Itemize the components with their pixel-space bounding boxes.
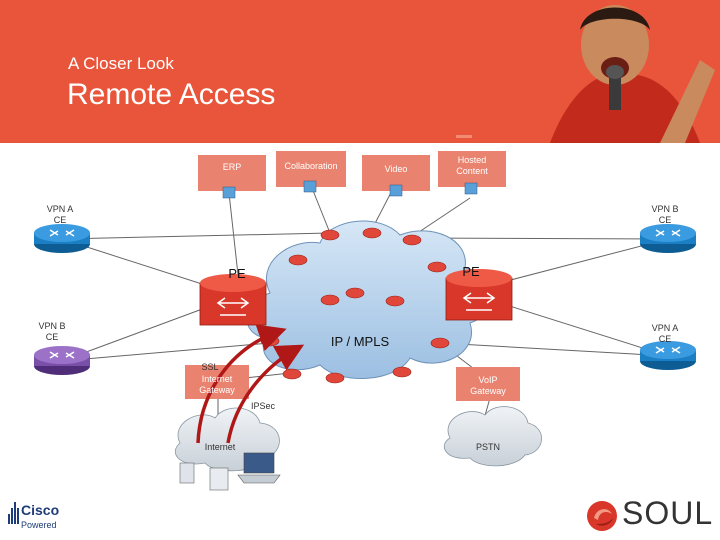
banner-accent [456,135,472,138]
app-collaboration [276,151,346,193]
soul-brand: SOUL [622,495,714,531]
core-routers [260,227,450,384]
header-banner: A Closer Look Remote Access [0,0,720,143]
pstn-cloud [444,406,542,467]
erp-label: ERP [222,162,242,172]
hosted-content-label: Hosted Content [456,155,488,176]
ssl-label: SSL [201,362,219,372]
soul-swirl-icon [587,501,617,531]
internet-label: Internet [204,442,236,452]
ssl-gateway-label: Internet Gateway [199,374,235,395]
remote-devices [179,452,281,491]
voip-gateway [456,367,520,401]
cisco-powered-logo: Cisco Powered [8,496,72,536]
vpn-a-ce-label-left: VPN A CE [46,204,74,225]
app-erp [198,155,266,199]
collaboration-label: Collaboration [284,161,338,171]
singer-photo [510,0,720,143]
video-label: Video [384,164,408,174]
app-video [362,155,430,197]
pe-router-right [445,269,513,321]
vpn-a-ce-label-right: VPN A CE [651,323,679,344]
vpn-a-ce-router-right [640,341,696,370]
vpn-a-ce-router-left [34,224,90,253]
cisco-brand: Cisco [21,502,60,518]
header-kicker: A Closer Look [68,54,174,73]
mpls-cloud-label: IP / MPLS [330,334,390,349]
vpn-b-ce-router-left [34,346,90,375]
page-title: Remote Access [67,78,276,111]
cisco-bars-icon [8,502,19,524]
ipsec-label: IPSec [250,401,275,411]
remote-access-arrows [196,324,305,444]
pe-label-right: PE [462,264,480,279]
vpn-b-ce-router-right [640,224,696,253]
pe-label-left: PE [228,266,246,281]
cisco-sub: Powered [21,520,57,530]
soul-logo: SOUL [586,492,716,538]
app-hosted-content [438,151,506,195]
vpn-b-ce-label-left: VPN B CE [38,321,66,342]
vpn-b-ce-label-right: VPN B CE [651,204,679,225]
pe-router-left [199,274,267,326]
pstn-label: PSTN [475,442,500,452]
voip-gateway-label: VoIP Gateway [470,375,506,396]
mpls-cloud [246,220,491,380]
network-diagram [34,151,696,491]
